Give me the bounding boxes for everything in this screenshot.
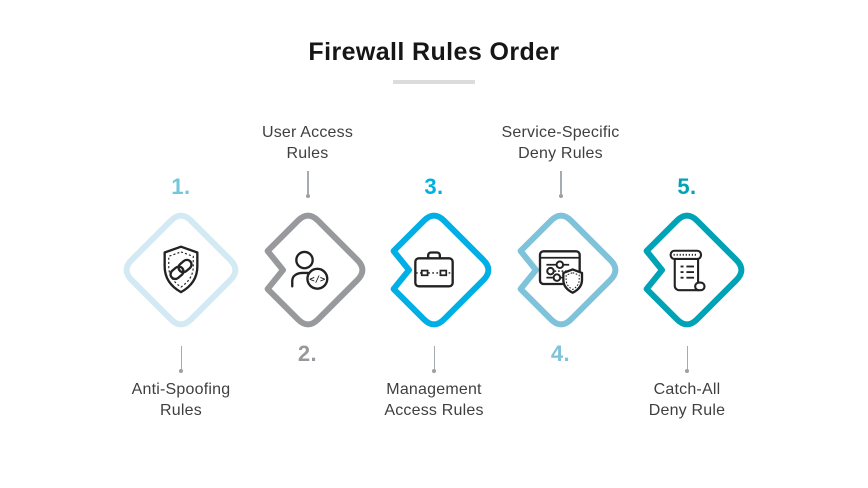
step-5-label: Catch-All Deny Rule (648, 381, 726, 419)
step-4-connector (558, 171, 563, 198)
title-underline (393, 80, 475, 84)
step-1-diamond (116, 205, 246, 335)
user-code-icon: </> (290, 250, 328, 290)
step-1-connector (179, 346, 184, 373)
connector-dot (179, 369, 183, 373)
connector-dot (432, 369, 436, 373)
page-title: Firewall Rules Order (308, 38, 560, 66)
shield-link-icon (163, 245, 199, 294)
diamond-outline-notched (264, 212, 365, 328)
step-3-connector (432, 346, 437, 373)
step-5-diamond (622, 205, 752, 335)
step-4-diamond (496, 205, 626, 335)
step-3-number: 3. (424, 174, 444, 199)
briefcase-icon (414, 251, 454, 288)
step-4-label: Service-Specific Deny Rules (501, 124, 620, 162)
step-5-connector (685, 346, 690, 373)
diamond-outline-notched (517, 212, 618, 328)
connector-dot (685, 369, 689, 373)
diamond-outline (123, 212, 239, 328)
scroll-icon (669, 249, 706, 292)
step-2-label: User Access Rules (261, 124, 354, 162)
diamond-outline-notched (390, 212, 492, 328)
step-5-number: 5. (677, 174, 697, 199)
sliders-shield-icon (538, 250, 583, 294)
step-1-number: 1. (171, 174, 191, 199)
step-2-diamond: </> (243, 205, 373, 335)
connector-dot (305, 194, 310, 198)
diamond-outline-notched (643, 212, 745, 328)
step-2-number: 2. (297, 341, 318, 366)
step-4-number: 4. (550, 341, 571, 366)
step-2-connector (305, 171, 310, 198)
step-3-label: Management Access Rules (384, 381, 484, 419)
svg-text:</>: </> (309, 275, 325, 285)
step-3-diamond (369, 205, 499, 335)
step-1-label: Anti-Spoofing Rules (131, 381, 231, 419)
connector-dot (558, 194, 563, 198)
